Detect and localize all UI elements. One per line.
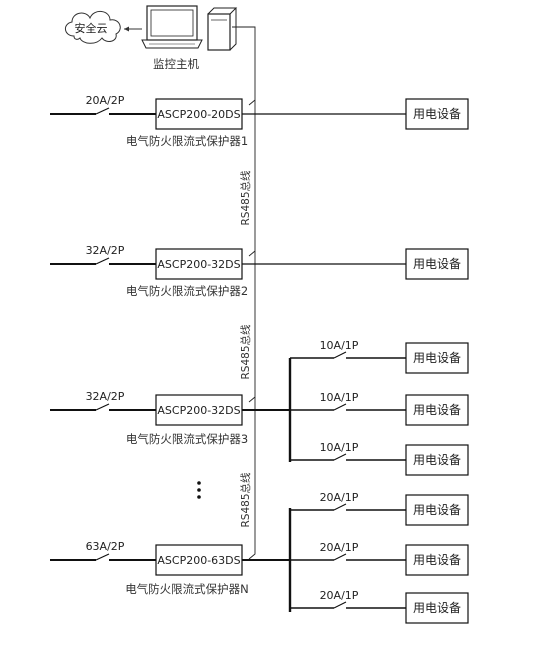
protector-name: 电气防火限流式保护器1 [126, 134, 248, 148]
branch-1: 20A/1P 用电设备 [290, 491, 469, 526]
cloud: 安全云 [65, 11, 121, 44]
breaker-rating: 32A/2P [86, 390, 125, 403]
branch-rating: 20A/1P [320, 589, 359, 602]
breaker-rating: 32A/2P [86, 244, 125, 257]
device-label: 用电设备 [413, 601, 461, 615]
breaker-switch [95, 403, 110, 411]
breaker-switch [333, 403, 347, 411]
branch-rating: 10A/1P [320, 339, 359, 352]
breaker-switch [333, 503, 347, 511]
branch-3: 20A/1P 用电设备 [290, 589, 469, 624]
device-label: 用电设备 [413, 403, 461, 417]
branch-3: 10A/1P 用电设备 [290, 441, 469, 476]
monitor-icon [141, 5, 203, 49]
breaker-switch [333, 553, 347, 561]
protector-name: 电气防火限流式保护器N [125, 582, 249, 596]
device-box [405, 592, 469, 624]
branch-rating: 20A/1P [320, 541, 359, 554]
breaker-rating: 63A/2P [86, 540, 125, 553]
protector-model: ASCP200-32DS [157, 404, 240, 417]
branch-rating: 10A/1P [320, 391, 359, 404]
host-label: 监控主机 [153, 57, 199, 71]
protector-n: 63A/2P ASCP200-63DS 电气防火限流式保护器N 20A/1P 用… [50, 491, 469, 624]
device-box [405, 444, 469, 476]
protector-box [155, 248, 243, 280]
breaker-switch [333, 453, 347, 461]
breaker-switch [333, 351, 347, 359]
device-label: 用电设备 [413, 553, 461, 567]
protector-1: 20A/2P ASCP200-20DS 电气防火限流式保护器1 用电设备 [50, 94, 469, 148]
device-label: 用电设备 [413, 503, 461, 517]
device-label: 用电设备 [413, 257, 461, 271]
breaker-rating: 20A/2P [86, 94, 125, 107]
breaker-switch [95, 553, 110, 561]
protector-3: 32A/2P ASCP200-32DS 电气防火限流式保护器3 10A/1P 用… [50, 339, 469, 476]
branch-rating: 20A/1P [320, 491, 359, 504]
device-box [405, 98, 469, 130]
branch-2: 20A/1P 用电设备 [290, 541, 469, 576]
protector-box [155, 394, 243, 426]
branch-2: 10A/1P 用电设备 [290, 391, 469, 426]
device-label: 用电设备 [413, 453, 461, 467]
bus-label-1: RS485总线 [239, 170, 252, 226]
protector-name: 电气防火限流式保护器3 [126, 432, 248, 446]
device-box [405, 544, 469, 576]
device-box [405, 394, 469, 426]
branch-rating: 10A/1P [320, 441, 359, 454]
device-label: 用电设备 [413, 351, 461, 365]
cloud-label: 安全云 [75, 21, 108, 35]
protector-name: 电气防火限流式保护器2 [126, 284, 248, 298]
bus-label-2: RS485总线 [239, 324, 252, 380]
breaker-switch [95, 107, 110, 115]
tower-icon [207, 7, 238, 51]
device-label: 用电设备 [413, 107, 461, 121]
protector-model: ASCP200-20DS [157, 108, 240, 121]
rs485-bus [232, 26, 256, 560]
device-box [405, 342, 469, 374]
device-box [405, 494, 469, 526]
arrow-to-cloud [124, 26, 142, 32]
ellipsis-dots [197, 481, 201, 499]
branch-1: 10A/1P 用电设备 [290, 339, 469, 374]
device-box [405, 248, 469, 280]
breaker-switch [333, 601, 347, 609]
bus-label-3: RS485总线 [239, 472, 252, 528]
protector-model: ASCP200-63DS [157, 554, 240, 567]
breaker-switch [95, 257, 110, 265]
protector-model: ASCP200-32DS [157, 258, 240, 271]
protector-2: 32A/2P ASCP200-32DS 电气防火限流式保护器2 用电设备 [50, 244, 469, 298]
